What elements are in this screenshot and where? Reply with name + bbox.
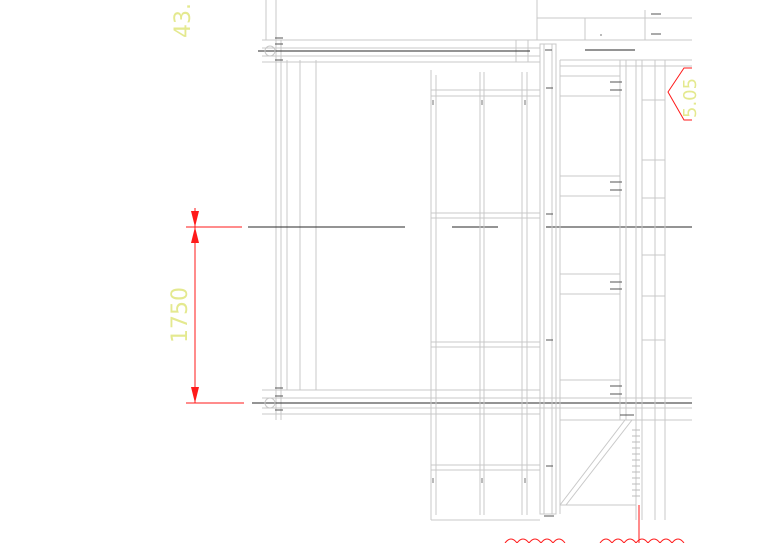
hatch-strip xyxy=(632,429,640,497)
diagonal-brace xyxy=(559,419,636,506)
right-fragment-label: 5.05 xyxy=(680,78,701,118)
revision-cloud-icon xyxy=(504,538,685,543)
center-panel xyxy=(430,70,540,521)
dimension-value-label: 1750 xyxy=(168,287,193,343)
top-fragment-label: 43. xyxy=(171,3,196,38)
dimension-annotation xyxy=(186,208,244,404)
vertical-post xyxy=(539,43,561,515)
right-frame xyxy=(536,0,692,520)
node-marker-top-icon xyxy=(264,45,276,57)
dimension-arrow-upper-icon xyxy=(191,227,199,243)
section-marker-icon xyxy=(667,67,692,121)
left-column xyxy=(265,0,317,420)
dimension-arrow-lower-icon xyxy=(191,387,199,403)
node-marker-bottom-icon xyxy=(264,397,276,409)
bottom-beam xyxy=(262,389,692,415)
panel-marks xyxy=(432,34,602,483)
bolt-symbols xyxy=(275,13,661,517)
dimension-arrow-top-icon xyxy=(191,211,199,227)
